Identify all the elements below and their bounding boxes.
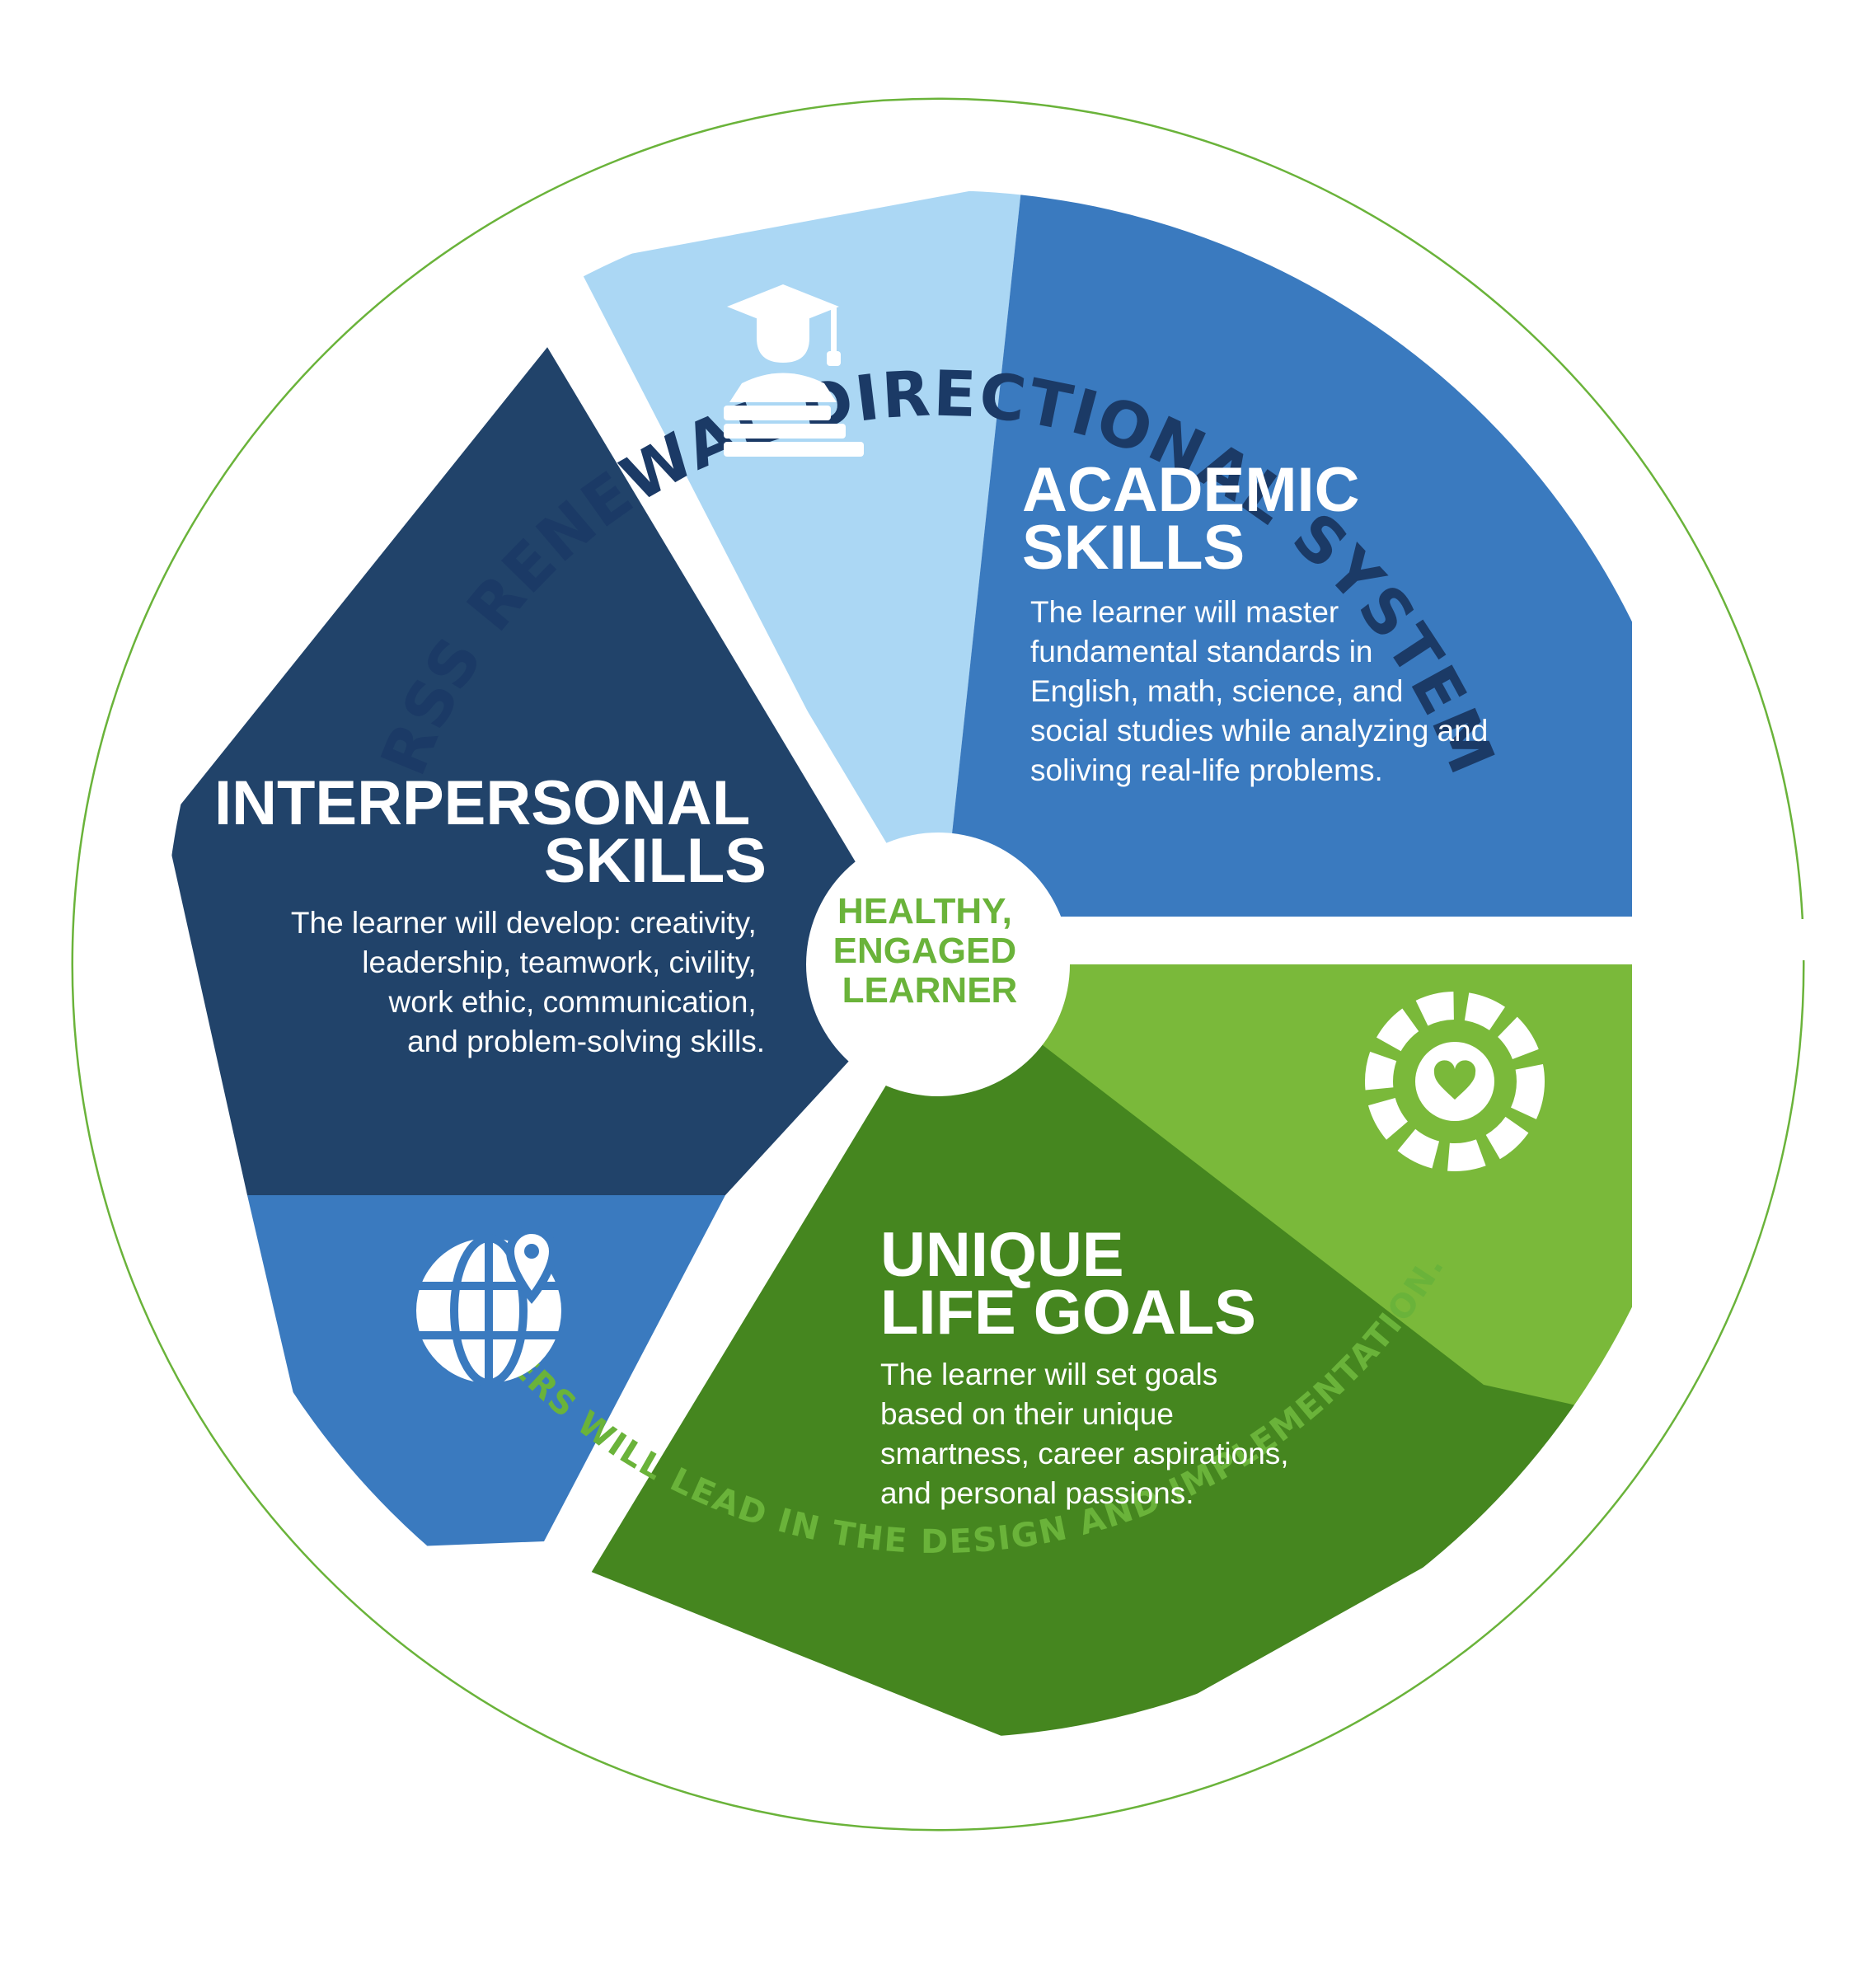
life-goals-description: The learner will set goals based on thei… [880,1358,1297,1510]
graduate-with-books-icon [724,284,864,457]
center-line-2: ENGAGED [833,931,1016,971]
heart-wheel-icon [1365,992,1545,1171]
center-circle [806,833,1070,1096]
life-goals-title: UNIQUE LIFE GOALS [880,1220,1256,1348]
interpersonal-sector [165,346,938,1195]
academic-icon-sector [577,181,1022,964]
inner-band [73,100,1803,1829]
svg-text:HEALTHY, ENGAGED LEARN: HEALTHY, ENGAGED LEARNER [833,891,1027,1011]
interpersonal-title: INTERPERSONAL SKILLS [214,768,767,896]
globe-location-pin-icon [416,1225,561,1387]
center-line-3: LEARNER [842,970,1018,1011]
center-line-1: HEALTHY, [837,891,1012,931]
academic-title: ACADEMIC SKILLS [1022,455,1377,583]
interpersonal-description: The learner will develop: creativity, le… [291,906,765,1058]
academic-description: The learner will master fundamental stan… [1030,595,1497,787]
